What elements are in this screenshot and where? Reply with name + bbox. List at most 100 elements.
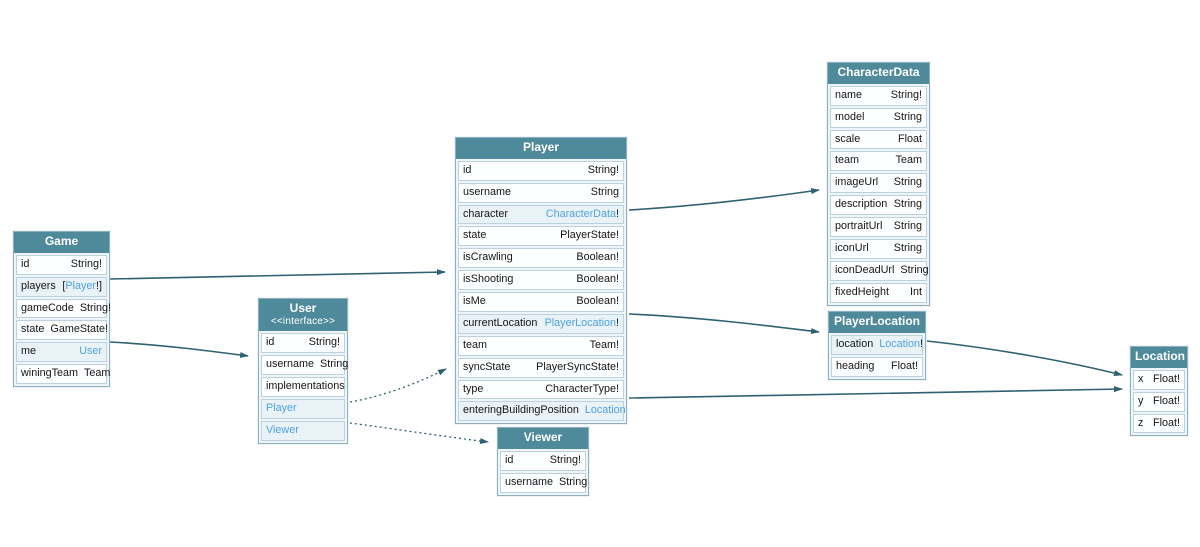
field-name: isShooting — [463, 273, 514, 286]
edge-game-me-to-user — [109, 341, 249, 358]
field-name: currentLocation — [463, 316, 538, 329]
field-row[interactable]: heading Float! — [831, 356, 923, 377]
field-row[interactable]: scale Float — [830, 129, 927, 150]
table-characterdata-header[interactable]: CharacterData — [828, 63, 929, 84]
field-row[interactable]: currentLocation PlayerLocation! — [458, 313, 624, 334]
table-title: PlayerLocation — [833, 314, 921, 328]
field-name: winingTeam — [21, 367, 79, 380]
table-subtitle: <<interface>> — [270, 315, 336, 327]
table-characterdata: CharacterData name String! model String … — [827, 62, 930, 306]
field-row[interactable]: players [Player!] — [16, 276, 107, 297]
field-name: isCrawling — [463, 251, 513, 264]
field-name: character — [463, 207, 509, 220]
field-row[interactable]: id String! — [500, 450, 586, 471]
field-row[interactable]: portraitUrl String — [830, 217, 927, 237]
field-name: portraitUrl — [835, 220, 883, 233]
field-name: model — [835, 110, 865, 123]
field-row[interactable]: iconUrl String — [830, 238, 927, 259]
field-row[interactable]: state PlayerState! — [458, 226, 624, 247]
field-name: Viewer — [266, 423, 299, 436]
type-link: Location — [879, 337, 921, 350]
field-row[interactable]: description String — [830, 195, 927, 216]
field-row[interactable]: z Float! — [1133, 413, 1185, 434]
field-row[interactable]: x Float! — [1133, 369, 1185, 390]
field-row[interactable]: me User — [16, 342, 107, 363]
field-row[interactable]: team Team! — [458, 335, 624, 356]
field-type: String! — [79, 301, 112, 314]
table-game-header[interactable]: Game — [14, 232, 109, 253]
type-link: CharacterData — [545, 207, 616, 220]
field-row[interactable]: winingTeam Team — [16, 364, 110, 385]
field-type: Boolean! — [576, 251, 619, 264]
field-type: GameState! — [50, 323, 109, 336]
field-row[interactable]: character CharacterData! — [458, 204, 624, 225]
field-name: implementations — [266, 380, 345, 393]
table-title: User — [289, 301, 317, 315]
field-name: id — [21, 257, 30, 270]
field-type: Location! — [879, 337, 924, 350]
field-row[interactable]: model String — [830, 107, 927, 128]
field-name: username — [463, 185, 512, 198]
field-row[interactable]: implementations — [261, 377, 345, 397]
edge-player-currentlocation-to-playerlocation — [628, 313, 820, 335]
table-player-header[interactable]: Player — [456, 138, 626, 159]
field-type: Float! — [890, 359, 918, 372]
table-user-header[interactable]: User <<interface>> — [259, 299, 347, 332]
field-row[interactable]: Viewer — [261, 420, 345, 441]
field-row[interactable]: type CharacterType! — [458, 379, 624, 400]
table-viewer-header[interactable]: Viewer — [498, 428, 588, 449]
field-row[interactable]: id String! — [16, 254, 107, 275]
field-row[interactable]: location Location! — [831, 334, 924, 355]
field-row[interactable]: name String! — [830, 85, 927, 106]
field-name: y — [1138, 394, 1144, 407]
type-link: Player — [65, 279, 96, 292]
field-row[interactable]: username String — [500, 472, 587, 493]
field-row[interactable]: Player — [261, 398, 345, 419]
field-type: String — [900, 263, 929, 276]
table-player: Player id String! username String charac… — [455, 137, 627, 425]
field-name: team — [463, 338, 488, 351]
field-row[interactable]: state GameState! — [16, 320, 109, 341]
field-row[interactable]: username String — [261, 355, 349, 376]
table-title: Viewer — [523, 430, 563, 444]
table-title: CharacterData — [837, 65, 920, 79]
field-name: description — [835, 198, 888, 211]
edge-player-enteringbuildingposition-to-location — [628, 386, 1123, 399]
field-row[interactable]: gameCode String! — [16, 298, 111, 319]
field-row[interactable]: fixedHeight Int — [830, 282, 927, 303]
field-row[interactable]: imageUrl String — [830, 173, 927, 194]
field-name: id — [266, 336, 275, 349]
field-name: name — [835, 88, 863, 101]
field-name: z — [1138, 416, 1144, 429]
field-type: [Player!] — [62, 279, 102, 292]
field-type: Team! — [589, 338, 619, 351]
edge-user-viewer-to-viewer — [349, 422, 489, 445]
field-type: String — [320, 358, 349, 371]
field-name: id — [505, 453, 514, 466]
field-name: team — [835, 154, 860, 167]
field-row[interactable]: team Team — [830, 151, 927, 172]
field-row[interactable]: id String! — [458, 160, 624, 181]
field-row[interactable]: y Float! — [1133, 391, 1185, 412]
field-row[interactable]: id String! — [261, 333, 345, 354]
table-title: Location — [1135, 349, 1185, 363]
field-row[interactable]: isMe Boolean! — [458, 292, 624, 312]
field-name: iconUrl — [835, 241, 869, 254]
field-name: username — [266, 358, 315, 371]
field-type: CharacterType! — [545, 382, 619, 395]
field-row[interactable]: iconDeadUrl String — [830, 260, 929, 281]
field-row[interactable]: enteringBuildingPosition Location — [458, 401, 626, 422]
field-name: iconDeadUrl — [835, 263, 895, 276]
field-row[interactable]: isShooting Boolean! — [458, 270, 624, 291]
field-name: state — [21, 323, 45, 336]
type-link: User — [79, 345, 102, 358]
table-location-header[interactable]: Location — [1131, 347, 1187, 368]
field-name: x — [1138, 372, 1144, 385]
field-type: CharacterData! — [545, 207, 619, 220]
field-name: type — [463, 382, 484, 395]
field-row[interactable]: syncState PlayerSyncState! — [458, 357, 624, 378]
field-row[interactable]: username String — [458, 182, 624, 203]
field-row[interactable]: isCrawling Boolean! — [458, 248, 624, 269]
field-type: String — [590, 185, 619, 198]
table-playerlocation-header[interactable]: PlayerLocation — [829, 312, 925, 333]
